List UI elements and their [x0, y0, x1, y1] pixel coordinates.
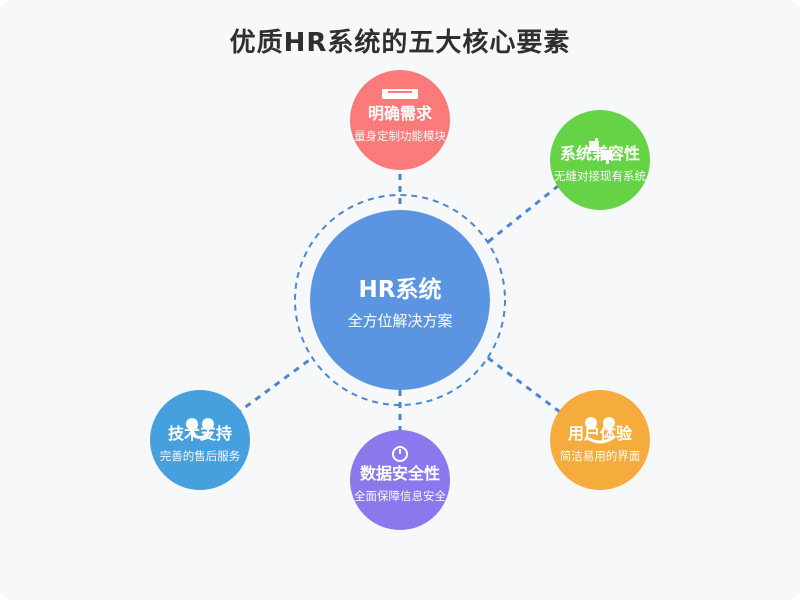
- node-title: 明确需求: [367, 104, 432, 123]
- node-requirements: 明确需求 量身定制功能模块: [350, 70, 450, 170]
- connector-experience: [487, 356, 561, 414]
- node-experience: 用户体验 简洁易用的界面: [550, 390, 650, 490]
- node-title: 数据安全性: [359, 464, 440, 483]
- node-compatibility: 系统兼容性 无缝对接现有系统: [550, 110, 650, 210]
- smiley-icon: [585, 417, 615, 444]
- center-subtitle: 全方位解决方案: [347, 312, 453, 330]
- connector-compatibility: [487, 176, 569, 244]
- node-title: 用户体验: [567, 424, 632, 443]
- lock-icon: [392, 446, 408, 462]
- node-subtitle: 完善的售后服务: [159, 449, 241, 463]
- connector-support: [235, 356, 313, 416]
- page-title: 优质HR系统的五大核心要素: [229, 28, 571, 58]
- node-title: 系统兼容性: [559, 144, 640, 163]
- node-subtitle: 无缝对接现有系统: [554, 169, 646, 183]
- center-dashed-ring: [294, 194, 506, 406]
- node-subtitle: 全面保障信息安全: [354, 489, 446, 503]
- center-node: HR系统 全方位解决方案: [310, 210, 490, 390]
- node-title: 技术支持: [167, 424, 232, 443]
- center-title: HR系统: [358, 277, 442, 303]
- node-subtitle: 量身定制功能模块: [354, 129, 446, 143]
- node-security: 数据安全性 全面保障信息安全: [350, 430, 450, 530]
- node-support: 技术支持 完善的售后服务: [150, 390, 250, 490]
- node-subtitle: 简洁易用的界面: [559, 449, 641, 463]
- puzzle-icon: [589, 138, 612, 164]
- headset-icon: [186, 418, 214, 439]
- document-icon: [382, 89, 418, 99]
